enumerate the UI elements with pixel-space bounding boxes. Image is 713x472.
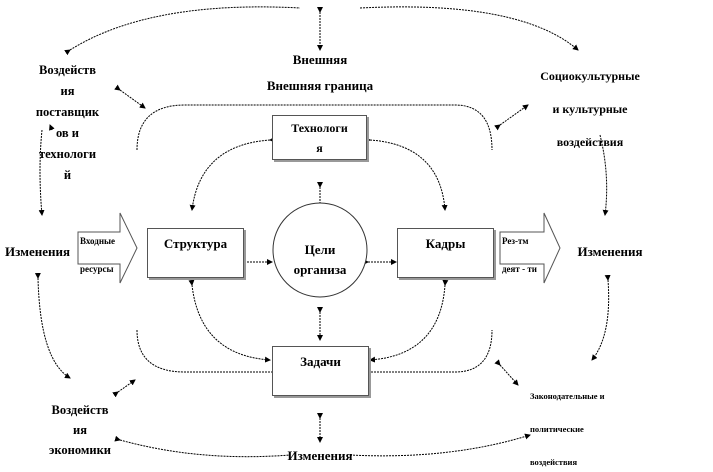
tasks-box: Задачи <box>272 346 369 396</box>
outputs-label-1: Рез-тм <box>502 236 529 246</box>
text-line: Законодательные и <box>530 391 605 401</box>
text-line: и культурные <box>552 102 628 116</box>
text-line: ия <box>73 423 87 437</box>
text-line: я <box>316 141 323 155</box>
text-line: политические <box>530 424 584 434</box>
staff-box: Кадры <box>397 228 494 278</box>
legal-influence: Законодательные и политические воздействия <box>530 380 680 472</box>
text-line: Цели <box>304 242 336 257</box>
sociocultural-influence: Социокультурные и культурные воздействия <box>525 60 655 159</box>
inputs-label-2: ресурсы <box>80 264 114 274</box>
text-line: технологи <box>38 147 97 161</box>
outer-boundary <box>136 104 493 151</box>
economy-influence: Воздейств ия экономики <box>35 400 125 460</box>
text-line: й <box>63 168 72 182</box>
changes-bottom: Изменения <box>287 448 353 463</box>
text-line: Технологи <box>291 121 348 135</box>
text-line: поставщик <box>35 105 100 119</box>
structure-box: Структура <box>147 228 244 278</box>
output-arrow <box>499 212 561 284</box>
changes-right: Изменения <box>577 244 643 259</box>
inputs-label-1: Входные <box>80 236 116 246</box>
outputs-label-2: деят - ти <box>502 264 537 274</box>
goals-circle <box>272 202 368 298</box>
text-line: экономики <box>48 443 112 457</box>
goals-label: Цели организа <box>275 240 365 280</box>
input-arrow <box>77 212 138 284</box>
changes-left: Изменения <box>5 244 71 259</box>
text-line: воздействия <box>556 135 624 149</box>
text-line: ов и <box>55 126 80 140</box>
text-line: воздействия <box>530 457 578 467</box>
technology-box: Технологи я <box>272 115 367 160</box>
text-line: Воздейств <box>51 403 109 417</box>
outer-label: Внешняя <box>292 52 348 67</box>
outer-boundary-label: Внешняя граница <box>266 78 374 93</box>
text-line: Социокультурные <box>540 69 640 83</box>
text-line: ия <box>60 84 75 98</box>
text-line: Воздейств <box>39 63 96 77</box>
supplier-influence: Воздейств ия поставщик ов и технологи й <box>25 60 110 186</box>
text-line: организа <box>293 262 347 277</box>
